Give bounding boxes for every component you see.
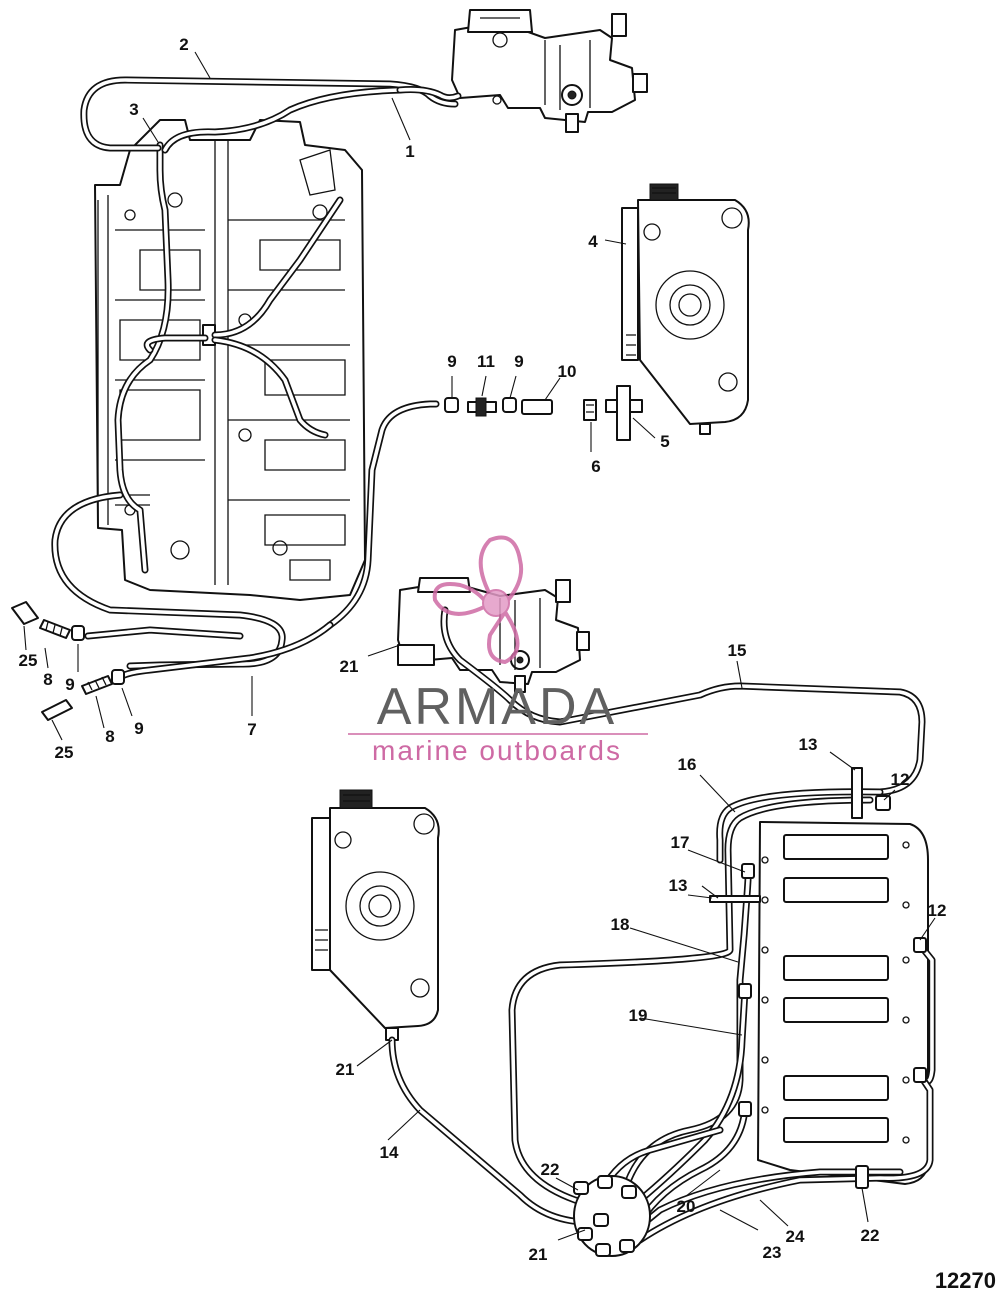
oil-reservoir-lower [311, 789, 440, 1041]
callout-6: 6 [591, 457, 600, 476]
intake-manifold-plate [757, 821, 929, 1185]
callout-10: 10 [558, 362, 577, 381]
leader-lines [23, 51, 936, 1241]
callout-14: 14 [380, 1143, 399, 1162]
callout-11: 11 [477, 352, 495, 371]
propeller-logo-icon [432, 535, 524, 665]
engine-fuel-lines [114, 86, 404, 574]
callout-labels: 1 2 3 4 5 6 7 8 8 9 9 9 9 10 11 12 12 13… [19, 35, 947, 1264]
callout-9b: 9 [514, 352, 523, 371]
distribution-block [573, 1175, 651, 1257]
callout-15: 15 [728, 641, 747, 660]
hose-clamps [709, 767, 927, 1189]
callout-5: 5 [660, 432, 669, 451]
callout-21b: 21 [336, 1060, 355, 1079]
hose-7-loop [51, 491, 334, 680]
callout-12b: 12 [928, 901, 947, 920]
hoses-1-2 [80, 76, 462, 152]
callout-25a: 25 [19, 651, 38, 670]
callout-9d: 9 [134, 719, 143, 738]
callout-16: 16 [678, 755, 697, 774]
watermark-brand: ARMADA [377, 678, 617, 736]
callout-4: 4 [588, 232, 598, 251]
engine-block [94, 119, 366, 601]
callout-12a: 12 [891, 770, 910, 789]
hose-15 [440, 606, 926, 796]
oil-reservoir-upper [621, 183, 750, 435]
callout-2: 2 [179, 35, 188, 54]
armada-watermark: ARMADA marine outboards [348, 535, 648, 766]
callout-13b: 13 [669, 876, 688, 895]
callout-20: 20 [677, 1197, 696, 1216]
callout-9a: 9 [447, 352, 456, 371]
callout-21c: 21 [529, 1245, 548, 1264]
callout-25b: 25 [55, 743, 74, 762]
callout-17: 17 [671, 833, 690, 852]
callout-7: 7 [247, 720, 256, 739]
callout-1: 1 [405, 142, 414, 161]
callout-8b: 8 [105, 727, 114, 746]
callout-9c: 9 [65, 675, 74, 694]
top-fuel-pump [451, 9, 648, 133]
hose-14 [388, 1036, 604, 1226]
callout-22a: 22 [541, 1160, 560, 1179]
callout-8a: 8 [43, 670, 52, 689]
callout-21a: 21 [340, 657, 359, 676]
callout-13a: 13 [799, 735, 818, 754]
fittings-row [326, 385, 643, 629]
callout-23: 23 [763, 1243, 782, 1262]
left-fittings [11, 601, 125, 721]
watermark-tagline: marine outboards [372, 735, 622, 766]
figure-number: 12270 [935, 1268, 996, 1292]
callout-22b: 22 [861, 1226, 880, 1245]
callout-24: 24 [786, 1227, 805, 1246]
callout-3: 3 [129, 100, 138, 119]
callout-18: 18 [611, 915, 630, 934]
callout-19: 19 [629, 1006, 648, 1025]
